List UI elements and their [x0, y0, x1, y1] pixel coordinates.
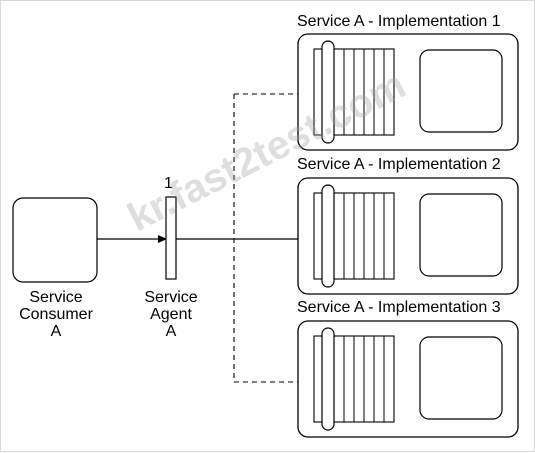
- implementation-1-container: [297, 33, 519, 151]
- implementation-2-logic-box: [419, 193, 503, 277]
- service-consumer-box: [12, 197, 98, 283]
- agent-label-line3: A: [165, 323, 177, 340]
- implementation-1-queue-entry: [321, 40, 335, 144]
- consumer-label-line3: A: [50, 323, 62, 340]
- consumer-label-line1: Service: [29, 289, 83, 306]
- implementation-3-container: [297, 320, 519, 438]
- implementation-3-title: Service A - Implementation 3: [297, 299, 501, 316]
- implementation-1-title: Service A - Implementation 1: [297, 13, 501, 30]
- implementation-2-container: [297, 177, 519, 295]
- service-consumer-label: Service Consumer A: [15, 289, 97, 340]
- service-agent-label: Service Agent A: [131, 289, 211, 340]
- agent-label-line2: Agent: [150, 306, 192, 323]
- implementation-2-title: Service A - Implementation 2: [297, 156, 501, 173]
- implementation-3-queue-entry: [321, 327, 335, 431]
- consumer-label-line2: Consumer: [19, 306, 93, 323]
- implementation-3-logic-box: [419, 336, 503, 420]
- agent-label-line1: Service: [144, 289, 198, 306]
- implementation-1-logic-box: [419, 49, 503, 133]
- agent-number-label: 1: [164, 175, 173, 192]
- implementation-2-queue-entry: [321, 184, 335, 288]
- service-agent-bar: [165, 196, 177, 280]
